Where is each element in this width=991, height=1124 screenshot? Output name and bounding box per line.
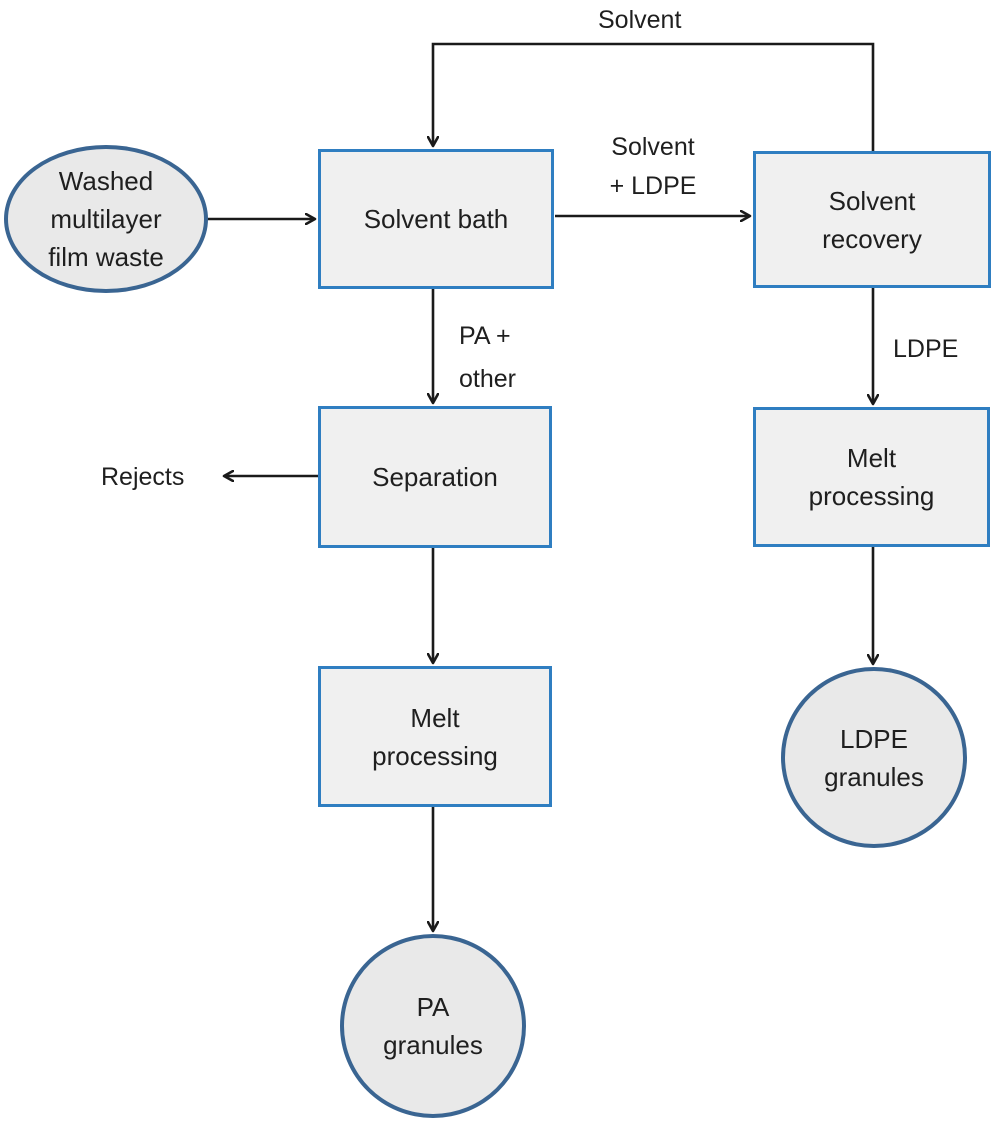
ldpe-granules-label: LDPE granules	[824, 723, 924, 792]
solvent-bath-box: Solvent bath	[318, 149, 554, 289]
separation-box: Separation	[318, 406, 552, 548]
melt-processing-pa-label: Melt processing	[372, 702, 498, 771]
arrow-solvent-return	[433, 42, 875, 151]
separation-label: Separation	[372, 462, 498, 492]
solvent-bath-label: Solvent bath	[363, 204, 509, 234]
solvent-recovery-box: Solvent recovery	[753, 151, 991, 288]
solvent-ldpe-label-line1: Solvent	[611, 133, 695, 161]
pa-granules-node: PA granules	[340, 934, 526, 1118]
pa-granules-label: PA granules	[383, 992, 483, 1060]
washed-waste-node: Washed multilayer film waste	[4, 145, 208, 293]
melt-processing-pa-box: Melt processing	[318, 666, 552, 807]
rejects-label: Rejects	[101, 463, 185, 491]
ldpe-edge-label: LDPE	[893, 335, 959, 363]
pa-other-label-line2: other	[459, 365, 516, 393]
washed-waste-label: Washed multilayer film waste	[48, 166, 164, 272]
melt-processing-ldpe-box: Melt processing	[753, 407, 990, 547]
ldpe-granules-node: LDPE granules	[781, 667, 967, 848]
solvent-ldpe-label-line2: + LDPE	[609, 172, 697, 200]
melt-processing-ldpe-label: Melt processing	[808, 443, 935, 511]
solvent-return-label: Solvent	[598, 6, 682, 34]
solvent-recovery-label: Solvent recovery	[822, 185, 922, 254]
pa-other-label-line1: PA +	[459, 322, 511, 350]
